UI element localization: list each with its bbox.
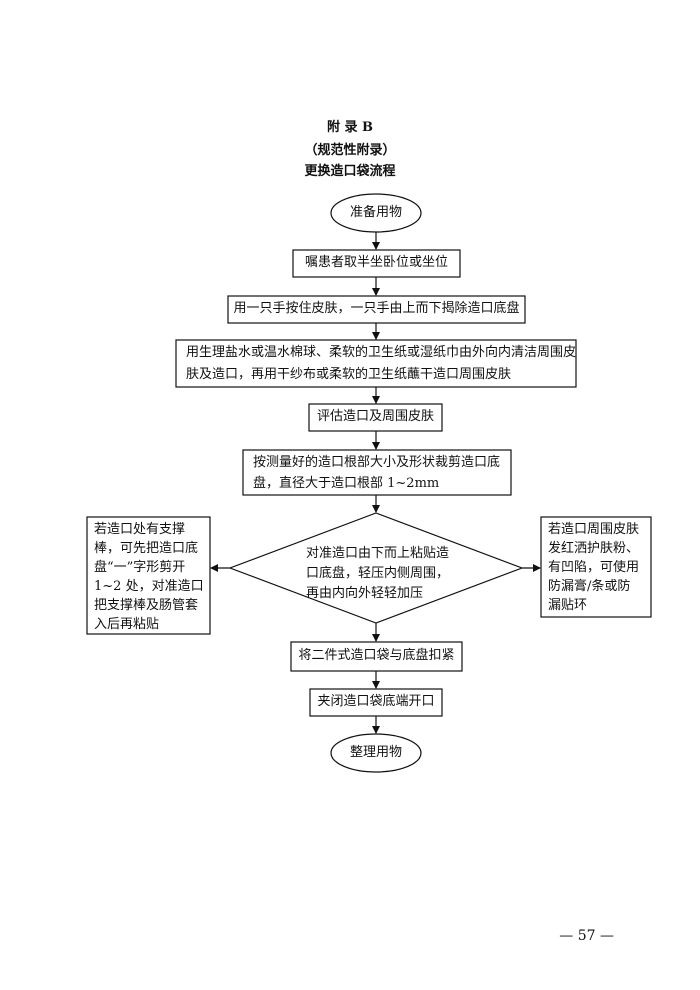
- remove-label: 用一只手按住皮肤，一只手由上而下揭除造口底盘: [233, 301, 520, 316]
- left-note-line5: 把支撑棒及肠管套: [94, 598, 199, 613]
- left-note-line3: 盘“一”字形剪开: [94, 560, 186, 575]
- appendix-type: （规范性附录）: [304, 143, 396, 158]
- step-clamp-box: [309, 688, 443, 717]
- right-note-box: [540, 516, 652, 618]
- step-clean-box: [175, 339, 577, 388]
- right-note-line5: 漏贴环: [548, 598, 588, 613]
- assess-label: 评估造口及周围皮肤: [316, 409, 434, 424]
- clamp-label: 夹闭造口袋底端开口: [317, 694, 435, 709]
- attach-label: 将二件式造口袋与底盘扣紧: [298, 648, 455, 663]
- step-posture-box: [292, 249, 461, 278]
- end-terminal: [330, 733, 422, 773]
- cut-label-line2: 盘，直径大于造口根部 1~2mm: [253, 476, 440, 491]
- right-note-line4: 防漏膏/条或防: [548, 579, 631, 594]
- left-note-line6: 入后再粘贴: [94, 617, 160, 632]
- end-label: 整理用物: [349, 745, 402, 760]
- page-title: 更换造口袋流程: [304, 164, 396, 179]
- posture-label: 嘱患者取半坐卧位或坐位: [304, 255, 448, 270]
- right-note-line3: 有凹陷，可使用: [548, 560, 640, 575]
- decision-label-line1: 对准造口由下而上粘贴造: [306, 546, 450, 561]
- clean-label-line2: 肤及造口，再用干纱布或柔软的卫生纸蘸干造口周围皮肤: [186, 367, 512, 382]
- left-note-line4: 1~2 处，对准造口: [94, 579, 204, 594]
- decision-label-line2: 口底盘，轻压内侧周围，: [306, 566, 450, 581]
- right-note-line1: 若造口周围皮肤: [548, 522, 640, 537]
- left-note-line2: 棒，可先把造口底: [94, 541, 199, 556]
- left-note-line1: 若造口处有支撑: [94, 522, 186, 537]
- appendix-label: 附 录 B: [326, 120, 374, 135]
- decision-label-line3: 再由内向外轻轻加压: [306, 586, 424, 601]
- right-note-line2: 发红洒护肤粉、: [548, 541, 640, 556]
- clean-label-line1: 用生理盐水或温水棉球、柔软的卫生纸或湿纸巾由外向内清洁周围皮: [186, 345, 577, 360]
- start-label: 准备用物: [349, 205, 402, 220]
- step-cut-box: [242, 449, 512, 496]
- cut-label-line1: 按测量好的造口根部大小及形状裁剪造口底: [253, 455, 501, 470]
- page-number: — 57 —: [559, 928, 614, 944]
- step-assess-box: [308, 403, 443, 432]
- left-note-box: [86, 516, 211, 635]
